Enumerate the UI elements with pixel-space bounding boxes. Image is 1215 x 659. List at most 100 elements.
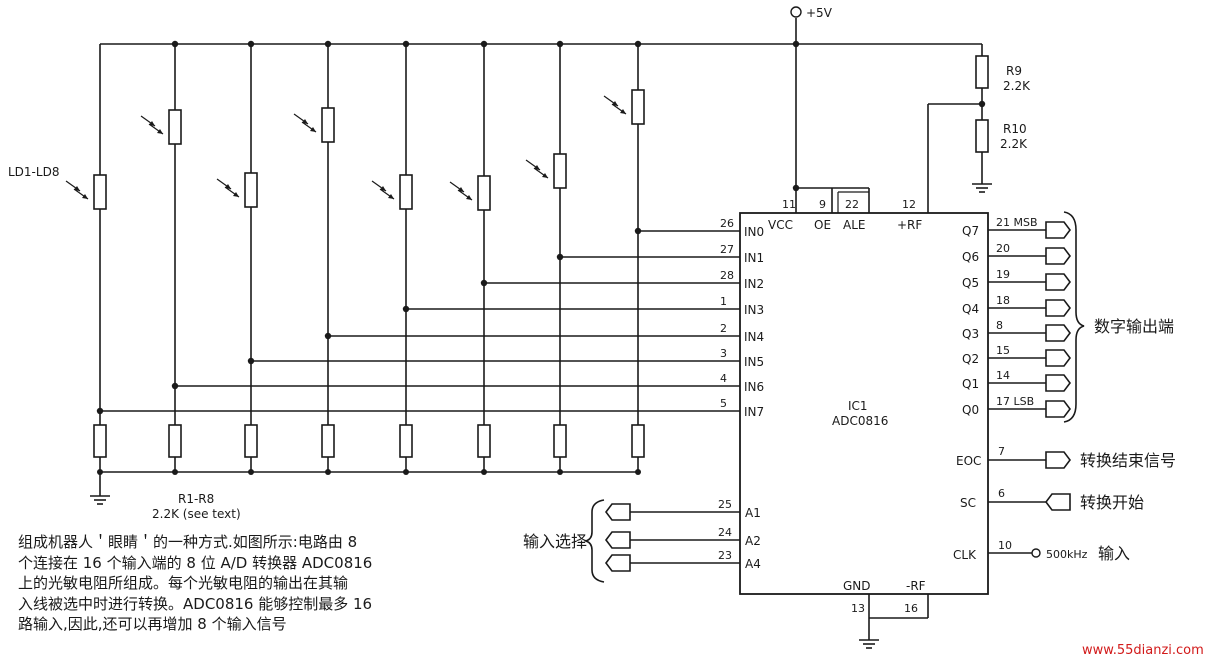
r10-resistor bbox=[975, 119, 989, 153]
output-pin-number: 15 bbox=[996, 344, 1010, 357]
input-pin-label: IN6 bbox=[744, 380, 764, 394]
output-pin-number: 19 bbox=[996, 268, 1010, 281]
input-pin-number: 3 bbox=[720, 347, 727, 360]
input-pin-number: 1 bbox=[720, 295, 727, 308]
address-line bbox=[605, 531, 740, 549]
ldr-label: LD1-LD8 bbox=[8, 165, 59, 179]
resistor-group-value: 2.2K (see text) bbox=[152, 507, 241, 521]
ldr-photoresistor bbox=[321, 107, 335, 143]
light-arrows-icon bbox=[65, 180, 89, 200]
input-pin-number: 26 bbox=[720, 217, 734, 230]
output-line bbox=[988, 247, 1071, 265]
sc-pin-number: 6 bbox=[998, 487, 1005, 500]
output-pin-number: 18 bbox=[996, 294, 1010, 307]
clk-pin-number: 10 bbox=[998, 539, 1012, 552]
ldr-branch bbox=[140, 40, 740, 475]
clk-line bbox=[988, 548, 1041, 558]
output-line bbox=[988, 374, 1071, 392]
ldr-branch bbox=[293, 40, 740, 475]
eoc-line bbox=[988, 451, 1071, 469]
ldr-photoresistor bbox=[477, 175, 491, 211]
output-pin-label: Q4 bbox=[962, 302, 979, 316]
minus-rf-pin-number: 16 bbox=[904, 602, 918, 615]
input-select-label: 输入选择 bbox=[523, 532, 587, 551]
input-select-brace bbox=[583, 499, 605, 583]
ic1-body bbox=[739, 212, 989, 595]
ldr-photoresistor bbox=[399, 174, 413, 210]
output-pin-number: 20 bbox=[996, 242, 1010, 255]
r9-r10-divider bbox=[927, 44, 992, 213]
minus-rf-pin-label: -RF bbox=[906, 579, 926, 593]
ldr-photoresistor bbox=[93, 174, 107, 210]
clk-frequency: 500kHz bbox=[1046, 548, 1088, 561]
light-arrows-icon bbox=[371, 180, 395, 200]
ldr-branch bbox=[65, 44, 740, 475]
input-pin-number: 27 bbox=[720, 243, 734, 256]
r10-name: R10 bbox=[1003, 122, 1027, 136]
ldr-photoresistor bbox=[631, 89, 645, 125]
ldr-network bbox=[65, 40, 740, 475]
sc-line bbox=[988, 493, 1071, 511]
output-pin-label: Q0 bbox=[962, 403, 979, 417]
ldr-branch bbox=[216, 40, 740, 475]
load-resistor bbox=[631, 424, 645, 458]
output-pin-label: Q6 bbox=[962, 250, 979, 264]
address-pin-label: A4 bbox=[745, 557, 761, 571]
pin-plus-rf-label: +RF bbox=[897, 218, 922, 232]
input-pin-number: 2 bbox=[720, 322, 727, 335]
ic1-name: IC1 bbox=[848, 399, 868, 413]
r9-value: 2.2K bbox=[1003, 79, 1031, 93]
ldr-branch bbox=[525, 40, 740, 475]
address-line bbox=[605, 554, 740, 572]
bottom-rail bbox=[90, 471, 638, 505]
output-pin-number: 21 MSB bbox=[996, 216, 1038, 229]
pin-ale-label: ALE bbox=[843, 218, 865, 232]
description-line: 上的光敏电阻所组成。每个光敏电阻的输出在其输 bbox=[18, 574, 349, 592]
ic1-part: ADC0816 bbox=[832, 414, 888, 428]
pin-vcc-label: VCC bbox=[768, 218, 793, 232]
clk-signal-label: 输入 bbox=[1098, 544, 1130, 563]
output-line bbox=[988, 324, 1071, 342]
description-line: 入线被选中时进行转换。ADC0816 能够控制最多 16 bbox=[18, 594, 373, 613]
output-pin-number: 14 bbox=[996, 369, 1010, 382]
output-pin-label: Q7 bbox=[962, 224, 979, 238]
load-resistor bbox=[244, 424, 258, 458]
clk-pin-label: CLK bbox=[953, 548, 977, 562]
light-arrows-icon bbox=[525, 159, 549, 179]
sc-signal-label: 转换开始 bbox=[1080, 493, 1144, 512]
light-arrows-icon bbox=[603, 95, 627, 115]
load-resistor bbox=[321, 424, 335, 458]
resistor-group-name: R1-R8 bbox=[178, 492, 214, 506]
output-brace bbox=[1063, 211, 1085, 423]
input-pin-label: IN5 bbox=[744, 355, 764, 369]
ldr-photoresistor bbox=[244, 172, 258, 208]
input-pin-number: 5 bbox=[720, 397, 727, 410]
light-arrows-icon bbox=[216, 178, 240, 198]
eoc-signal-label: 转换结束信号 bbox=[1080, 451, 1176, 470]
gnd-pin-label: GND bbox=[843, 579, 871, 593]
output-line bbox=[988, 349, 1071, 367]
r10-value: 2.2K bbox=[1000, 137, 1028, 151]
light-arrows-icon bbox=[293, 113, 317, 133]
load-resistor bbox=[168, 424, 182, 458]
input-pin-label: IN2 bbox=[744, 277, 764, 291]
light-arrows-icon bbox=[449, 181, 473, 201]
pin-9-number: 9 bbox=[819, 198, 826, 211]
watermark: www.55dianzi.com bbox=[1082, 643, 1204, 658]
address-pin-label: A2 bbox=[745, 534, 761, 548]
gnd-pin-number: 13 bbox=[851, 602, 865, 615]
digital-output-label: 数字输出端 bbox=[1094, 317, 1174, 336]
eoc-pin-label: EOC bbox=[956, 454, 981, 468]
pin-22-number: 22 bbox=[845, 198, 859, 211]
description-line: 组成机器人＇眼睛＇的一种方式.如图所示:电路由 8 bbox=[18, 533, 358, 551]
description-line: 路输入,因此,还可以再增加 8 个输入信号 bbox=[18, 615, 287, 633]
r9-resistor bbox=[975, 55, 989, 89]
output-pin-label: Q2 bbox=[962, 352, 979, 366]
address-pin-label: A1 bbox=[745, 506, 761, 520]
description-line: 个连接在 16 个输入端的 8 位 A/D 转换器 ADC0816 bbox=[18, 553, 373, 572]
output-line bbox=[988, 221, 1071, 239]
address-line bbox=[605, 503, 740, 521]
ldr-branch bbox=[449, 40, 740, 475]
